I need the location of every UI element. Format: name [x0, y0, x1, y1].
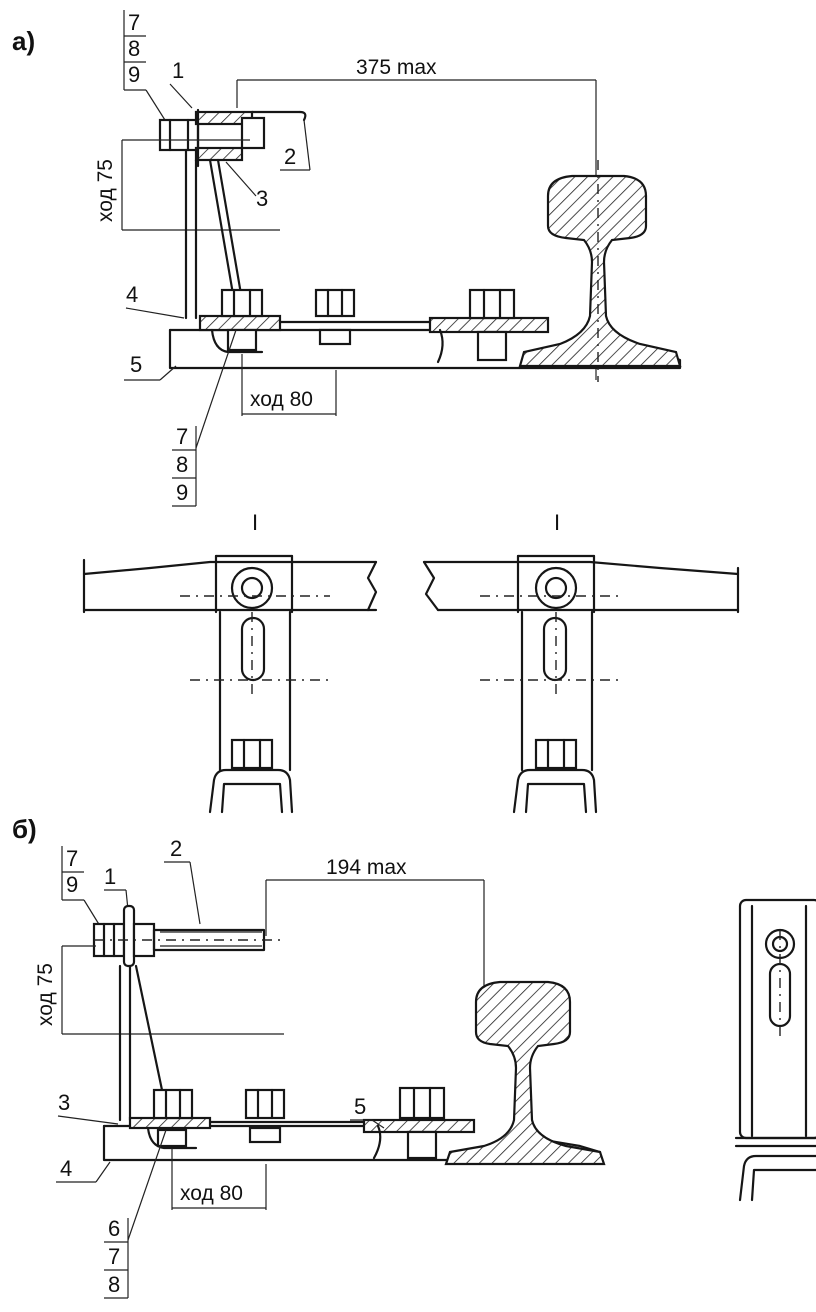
- dimension-hod-80-b: ход 80: [180, 1182, 243, 1205]
- plate-bolt-1-a: [220, 288, 264, 352]
- plate-bolt-2-a: [314, 288, 356, 346]
- callout-stack-b-bottom: 6 7 8: [104, 1129, 167, 1299]
- part-label-a-3: 3: [256, 186, 268, 211]
- part-label-a-1: 1: [172, 58, 184, 83]
- callout-b-bottom-3: 8: [108, 1272, 120, 1297]
- dimension-hod-75-a: ход 75: [94, 159, 117, 222]
- side-view-b: [734, 898, 816, 1202]
- callout-stack-b-top: 7 9: [61, 846, 101, 927]
- part-label-b-4: 4: [60, 1156, 72, 1181]
- part-label-a-4: 4: [126, 282, 138, 307]
- part-label-b-2: 2: [170, 836, 182, 861]
- callout-a-top-3: 9: [128, 62, 140, 87]
- figure-b-label: б): [12, 814, 37, 844]
- dimension-hod-80-a: ход 80: [250, 388, 313, 411]
- callout-a-bottom-3: 9: [176, 480, 188, 505]
- callout-a-top-2: 8: [128, 36, 140, 61]
- part-label-b-1: 1: [104, 864, 116, 889]
- callout-a-bottom-2: 8: [176, 452, 188, 477]
- callout-b-top-1: 7: [66, 846, 78, 871]
- view-i-right: I: [422, 510, 740, 814]
- dimension-stroke-vertical-b: ход 75: [34, 945, 284, 1035]
- part-label-a-5: 5: [130, 352, 142, 377]
- rail-profile-b: [444, 980, 606, 1166]
- callout-a-bottom-1: 7: [176, 424, 188, 449]
- part-label-a-2: 2: [284, 144, 296, 169]
- dimension-375-max: 375 max: [356, 56, 437, 79]
- callout-a-top-1: 7: [128, 10, 140, 35]
- plate-bolt-1-b: [152, 1088, 194, 1148]
- part-label-b-5: 5: [354, 1094, 366, 1119]
- dimension-194-max: 194 max: [326, 856, 407, 879]
- plate-bolt-2-b: [244, 1088, 286, 1144]
- top-nut-a: [158, 118, 200, 152]
- rail-profile-a: [518, 174, 682, 368]
- figure-a-label: а): [12, 26, 35, 56]
- dimension-reach-b: 194 max: [265, 856, 485, 1000]
- callout-b-top-2: 9: [66, 872, 78, 897]
- view-i-left: I: [82, 510, 378, 814]
- dimension-stroke-horizontal-a: ход 80: [241, 354, 337, 416]
- dimension-stroke-horizontal-b: ход 80: [171, 1148, 267, 1210]
- dimension-stroke-vertical-a: ход 75: [94, 139, 280, 231]
- callout-stack-a-bottom: 7 8 9: [172, 329, 237, 507]
- callout-b-bottom-1: 6: [108, 1216, 120, 1241]
- dimension-hod-75-b: ход 75: [34, 963, 57, 1026]
- figure-a: а) 7 8 9 1 375 max: [12, 10, 740, 814]
- callout-stack-a-top: 7 8 9: [123, 10, 171, 129]
- view-mark-right: I: [554, 510, 560, 535]
- plate-bolt-3-a: [468, 288, 516, 362]
- view-mark-left: I: [252, 510, 258, 535]
- figure-b: б) 7 9 1 2 194 max: [12, 814, 816, 1299]
- plate-bolt-3-b: [398, 1086, 446, 1160]
- callout-b-bottom-2: 7: [108, 1244, 120, 1269]
- part-label-b-3: 3: [58, 1090, 70, 1115]
